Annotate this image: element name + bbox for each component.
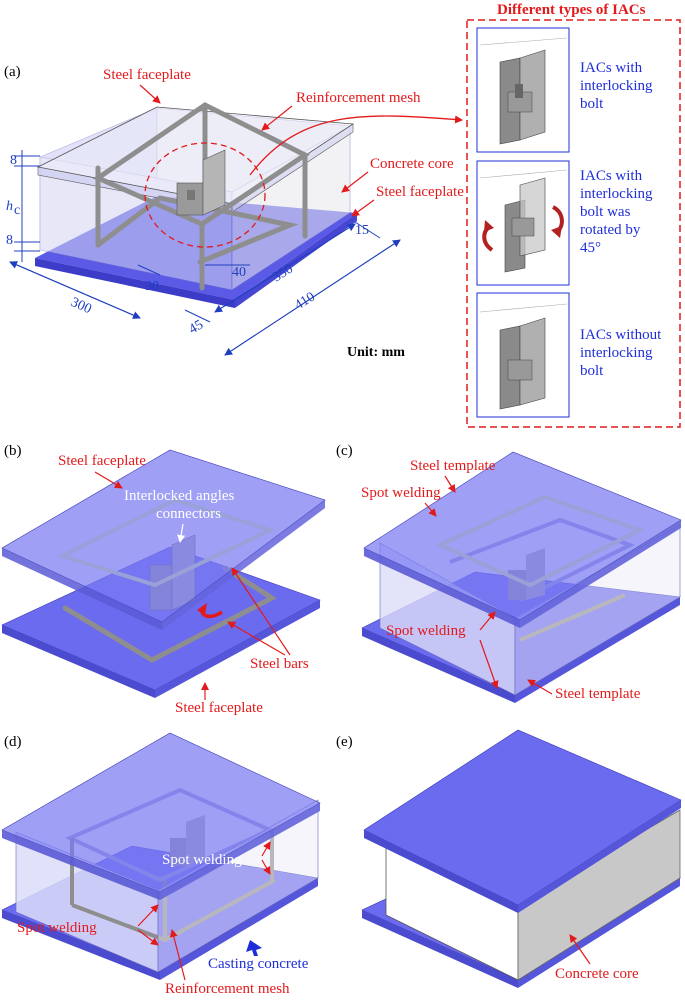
label-steel-faceplate-bottom: Steel faceplate xyxy=(376,184,464,200)
iac-3-line-2: interlocking xyxy=(580,345,653,361)
label-c-spot-mid: Spot welding xyxy=(386,623,466,639)
label-d-spot-inner: Spot welding xyxy=(162,852,242,868)
panel-c-label: (c) xyxy=(336,443,353,459)
label-steel-faceplate-top: Steel faceplate xyxy=(103,67,191,83)
iac-2-line-1: IACs with xyxy=(580,168,643,184)
dim-hc-sub: c xyxy=(14,203,20,218)
dim-300: 300 xyxy=(68,295,93,317)
iac-2-line-2: interlocking xyxy=(580,186,653,202)
iac-3-line-3: bolt xyxy=(580,363,604,379)
label-b-iac-2: connectors xyxy=(156,506,221,522)
iac-type-1: IACs with interlocking bolt xyxy=(476,27,653,153)
iac-2-line-3: bolt was xyxy=(580,204,631,220)
label-b-faceplate-bottom: Steel faceplate xyxy=(175,700,263,716)
dim-hc: h xyxy=(6,199,13,214)
panel-d-label: (d) xyxy=(4,734,22,750)
panel-d: (d) Spot welding Spot welding Casting co… xyxy=(1,732,321,997)
label-c-template-top: Steel template xyxy=(410,458,496,474)
dim-40: 40 xyxy=(232,265,246,280)
dim-15: 15 xyxy=(355,223,369,238)
label-b-faceplate-top: Steel faceplate xyxy=(58,453,146,469)
iac-1-line-3: bolt xyxy=(580,96,604,112)
iac-box-title: Different types of IACs xyxy=(497,2,646,18)
dim-410: 410 xyxy=(292,290,318,314)
iac-2-line-4: rotated by xyxy=(580,222,641,238)
panel-a-label: (a) xyxy=(4,64,21,80)
iac-1-line-2: interlocking xyxy=(580,78,653,94)
label-c-template-bottom: Steel template xyxy=(555,686,641,702)
panel-e-label: (e) xyxy=(336,734,353,750)
label-reinforcement-mesh: Reinforcement mesh xyxy=(296,90,421,106)
dim-30: 30 xyxy=(145,279,159,294)
dimensions-a xyxy=(9,150,401,356)
unit-label: Unit: mm xyxy=(347,345,405,360)
iac-type-2: IACs with interlocking bolt was rotated … xyxy=(476,160,653,286)
label-b-steel-bars: Steel bars xyxy=(250,656,309,672)
detail-circle xyxy=(144,142,266,248)
iac-types-box: Different types of IACs IACs with interl… xyxy=(466,2,681,428)
panel-b-label: (b) xyxy=(4,443,22,459)
iac-1-line-1: IACs with xyxy=(580,60,643,76)
iac-connector-a xyxy=(176,149,226,216)
label-b-iac-1: Interlocked angles xyxy=(124,488,235,504)
casting-arrow-icon xyxy=(246,940,262,956)
label-d-mesh: Reinforcement mesh xyxy=(165,981,290,997)
dim-t-bot: 8 xyxy=(6,233,13,248)
label-c-spot-top: Spot welding xyxy=(361,485,441,501)
panel-b: (b) Steel faceplate Interlocked angles c… xyxy=(1,443,326,716)
panel-c: (c) Steel template Spot welding Spot wel… xyxy=(336,443,682,703)
iac-3-line-1: IACs without xyxy=(580,327,662,343)
iac-type-3: IACs without interlocking bolt xyxy=(476,292,662,418)
label-d-casting: Casting concrete xyxy=(208,956,309,972)
panel-e: (e) Concrete core xyxy=(336,729,682,988)
dim-t-top: 8 xyxy=(10,153,17,168)
label-concrete-core: Concrete core xyxy=(370,156,454,172)
label-d-spot-left: Spot welding xyxy=(17,920,97,936)
dim-45: 45 xyxy=(187,317,207,337)
label-e-concrete-core: Concrete core xyxy=(555,966,639,982)
panel-a: (a) xyxy=(4,64,464,360)
detail-arrow xyxy=(249,115,463,176)
iac-2-line-5: 45° xyxy=(580,240,601,256)
